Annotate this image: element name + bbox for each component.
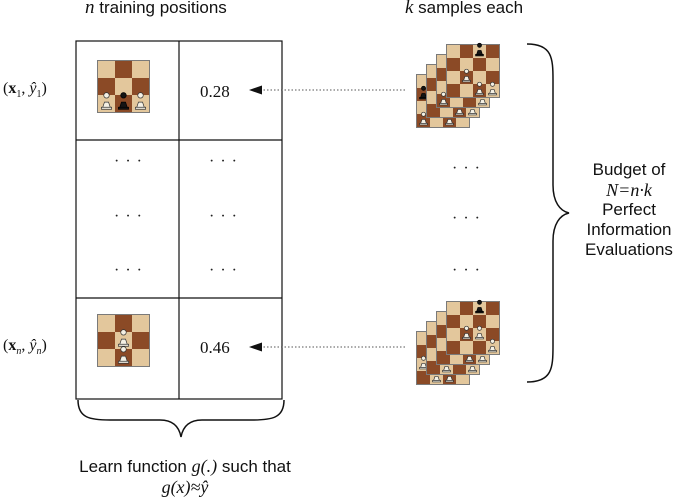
board-square [447,328,460,341]
board-square [115,78,132,95]
board-square [460,58,473,71]
board-square [460,45,473,58]
white-pawn-icon [475,81,484,96]
white-pawn-icon [462,68,471,83]
learn-brace [77,399,285,438]
board-square [132,78,149,95]
board-square [460,302,473,315]
learn-prefix: Learn function [79,457,187,476]
learn-suffix: such that [221,457,291,476]
board-square [447,71,460,84]
white-pawn-icon [118,346,129,364]
board-square [486,302,499,315]
header-training-positions: n training positions [85,0,227,19]
header-samples-each: k samples each [405,0,523,19]
board-square [473,315,486,328]
chessboard-row-n [97,314,150,367]
ellipsis-mid-3: · · · [209,262,238,279]
board-square [98,315,115,332]
board-square [486,315,499,328]
budget-text: Budget of N=n·k Perfect Information Eval… [573,160,685,260]
white-pawn-icon [462,325,471,340]
ellipsis-right-3: · · · [452,262,481,279]
board-square [447,45,460,58]
ellipsis-right-2: · · · [452,210,481,227]
ellipsis-right-1: · · · [452,160,481,177]
value-first: 0.28 [200,82,230,101]
board-square [447,341,460,354]
arrow-bottom [249,342,405,352]
board-square [486,45,499,58]
budget-line-3: Perfect [602,200,656,219]
ellipsis-left-1: · · · [114,153,143,170]
white-pawn-icon [118,329,129,347]
board-square [447,315,460,328]
board-square [132,332,149,349]
header-n-var: n [85,0,95,18]
board-square [447,84,460,97]
ellipsis-left-3: · · · [114,262,143,279]
white-pawn-icon [488,338,497,353]
board-square [115,61,132,78]
board-square [98,349,115,366]
header-k-text: samples each [418,0,524,17]
budget-brace [526,43,570,383]
board-square [132,61,149,78]
board-square [460,315,473,328]
budget-line-4: Information [586,220,672,239]
learn-line-2: g(x)≈ŷ [161,477,209,497]
board-square [486,71,499,84]
board-square [115,315,132,332]
budget-line-2: N=n·k [606,180,652,200]
board-square [473,58,486,71]
board-square [132,315,149,332]
value-last: 0.46 [200,338,230,357]
sample-stack-bottom [416,299,500,385]
arrow-bottom-head [249,342,262,352]
ellipsis-mid-2: · · · [209,208,238,225]
sample-board [446,299,500,355]
black-pawn-icon [118,92,129,110]
white-pawn-icon [135,92,146,110]
board-square [98,61,115,78]
white-pawn-icon [101,92,112,110]
ellipsis-left-2: · · · [114,208,143,225]
board-square [447,58,460,71]
row-label-first: (x1, ŷ1) [3,80,47,101]
learn-text: Learn function g(.) such that g(x)≈ŷ [40,456,330,498]
sample-stack-top [416,42,500,128]
black-pawn-icon [475,299,484,314]
training-table [75,40,283,400]
white-pawn-icon [475,325,484,340]
board-square [98,332,115,349]
sample-board [446,42,500,98]
board-square [98,78,115,95]
board-square [473,341,486,354]
ellipsis-mid-1: · · · [209,153,238,170]
arrow-top-head [249,85,262,95]
budget-line-5: Evaluations [585,240,673,259]
board-square [447,302,460,315]
white-pawn-icon [419,111,428,126]
learn-line-1: Learn function g(.) such that [40,456,330,477]
black-pawn-icon [475,42,484,57]
header-k-var: k [405,0,414,18]
board-square [486,58,499,71]
board-square [460,84,473,97]
row-label-last: (xn, ŷn) [3,337,47,358]
board-square [132,349,149,366]
board-square [460,341,473,354]
budget-line-1: Budget of [592,160,666,179]
header-n-text: training positions [99,0,227,17]
board-square [486,328,499,341]
arrow-top [249,85,405,95]
board-square [473,71,486,84]
chessboard-row-1 [97,60,150,113]
white-pawn-icon [488,81,497,96]
learn-func: g(.) [191,456,218,476]
white-pawn-icon [439,91,448,106]
